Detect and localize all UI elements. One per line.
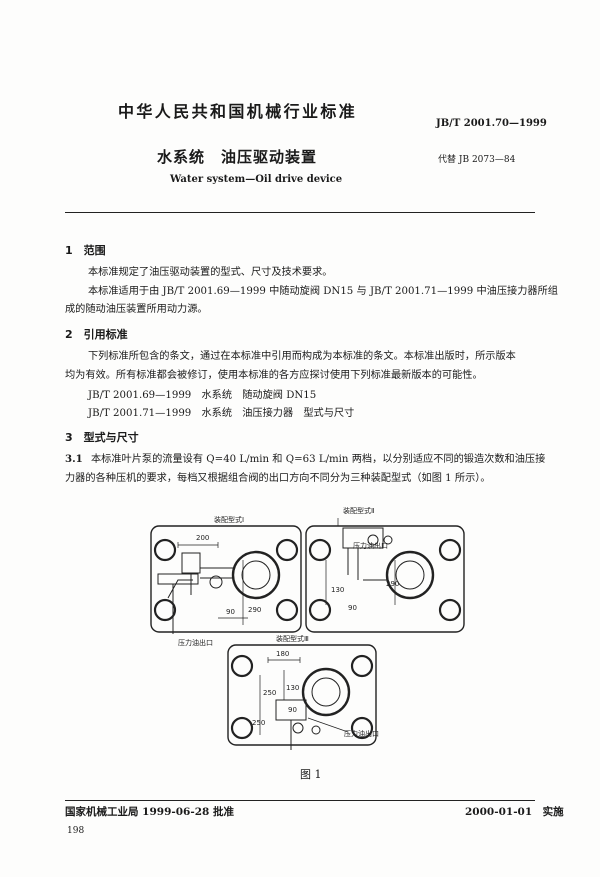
- standard-number: JB/T 2001.70—1999: [436, 118, 547, 129]
- dim-180: 180: [276, 650, 289, 658]
- label-assembly-type-3: 装配型式Ⅲ: [276, 634, 309, 643]
- assembly-type-3: [227, 644, 377, 750]
- assembly-type-1: [150, 525, 302, 634]
- reference-2: JB/T 2001.71—1999 水系统 油压接力器 型式与尺寸: [88, 408, 355, 419]
- dim-130: 130: [331, 586, 344, 594]
- implementation-date: 2000-01-01 实施: [465, 806, 564, 818]
- clause-3-1-line-2: 力器的各种压机的要求，每档又根据组合阀的出口方向不同分为三种装配型式（如图 1 …: [65, 473, 491, 484]
- document-title-english: Water system—Oil drive device: [170, 174, 343, 185]
- section-1-paragraph-2-line-2: 成的随动油压装置所用动力源。: [65, 304, 208, 315]
- figure-1-drawing: 装配型式Ⅰ 装配型式Ⅱ 装配型式Ⅲ 200 290 90 压力油出口 压力油出口…: [150, 506, 465, 750]
- section-1-heading: 1 范围: [65, 244, 106, 257]
- section-2-paragraph-line-2: 均为有效。所有标准都会被修订，使用本标准的各方应探讨使用下列标准最新版本的可能性…: [65, 370, 483, 381]
- footer-rule: [65, 800, 535, 801]
- dim-90-type-1: 90: [226, 608, 235, 616]
- dim-290-type-1: 290: [248, 606, 261, 614]
- section-3-heading: 3 型式与尺寸: [65, 431, 139, 444]
- label-pressure-oil-outlet-3: 压力油出口: [344, 729, 379, 738]
- standard-category-title: 中华人民共和国机械行业标准: [118, 102, 358, 121]
- dim-90-type-3: 90: [288, 706, 297, 714]
- figure-caption: 图 1: [300, 768, 322, 781]
- reference-1: JB/T 2001.69—1999 水系统 随动旋阀 DN15: [88, 390, 317, 401]
- assembly-type-2: [305, 518, 465, 633]
- page-number: 198: [67, 826, 85, 836]
- label-assembly-type-2: 装配型式Ⅱ: [343, 506, 374, 515]
- clause-3-1-number: 3.1: [65, 453, 83, 465]
- section-2-paragraph-line-1: 下列标准所包含的条文，通过在本标准中引用而构成为本标准的条文。本标准出版时，所示…: [88, 351, 516, 362]
- section-1-paragraph-2-line-1: 本标准适用于由 JB/T 2001.69—1999 中随动旋阀 DN15 与 J…: [88, 286, 558, 297]
- dim-200: 200: [196, 534, 209, 542]
- header-rule: [65, 212, 535, 213]
- dim-290-type-2: 290: [386, 580, 399, 588]
- dim-250-lower: 250: [252, 719, 265, 727]
- document-title-chinese: 水系统 油压驱动装置: [157, 148, 318, 166]
- label-assembly-type-1: 装配型式Ⅰ: [214, 515, 244, 524]
- section-2-heading: 2 引用标准: [65, 328, 128, 341]
- section-1-paragraph-1: 本标准规定了油压驱动装置的型式、尺寸及技术要求。: [88, 267, 333, 278]
- replaces-standard: 代替 JB 2073—84: [438, 155, 516, 165]
- dim-90-type-2: 90: [348, 604, 357, 612]
- clause-3-1-line-1: 本标准叶片泵的流量设有 Q=40 L/min 和 Q=63 L/min 两档，以…: [91, 454, 546, 465]
- dim-250-upper: 250: [263, 689, 276, 697]
- approval-issuer: 国家机械工业局 1999-06-28 批准: [65, 806, 234, 818]
- dim-130-type-3: 130: [286, 684, 299, 692]
- label-pressure-oil-outlet-2: 压力油出口: [353, 541, 388, 550]
- label-pressure-oil-outlet-1: 压力油出口: [178, 638, 213, 647]
